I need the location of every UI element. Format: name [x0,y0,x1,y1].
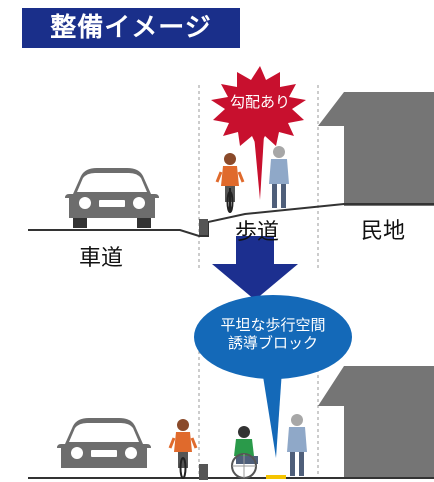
curb-bottom [199,464,208,480]
cyclist-icon [215,153,245,213]
car-icon [57,418,151,468]
callout-line-1: 平坦な歩行空間 [220,316,326,334]
boundary-lines [198,85,319,478]
house-icon [318,366,434,478]
callout-line-2: 誘導ブロック [227,334,318,352]
down-arrow-icon [212,236,298,300]
pedestrian-icon [287,414,307,476]
slope-burst-shape [211,66,306,149]
flat-path-callout-text: 平坦な歩行空間 誘導ブロック [198,316,348,352]
wheelchair-user-icon [231,426,258,479]
curb-top [199,219,208,235]
callout-bubble-shape [194,295,352,379]
pedestrian-icon [269,146,289,208]
callout-bubble-pointer [262,370,282,458]
house-icon [318,92,434,206]
diagram-title: 整備イメージ [22,8,240,48]
cyclist-icon [168,419,198,479]
guide-block [266,475,286,479]
slope-callout-text: 勾配あり [229,93,290,111]
car-icon [65,168,159,228]
sidewalk-label: 歩道 [235,220,280,245]
private-land-label: 民地 [361,219,406,244]
roadway-label: 車道 [79,246,124,271]
slope-burst-pointer [254,135,264,200]
